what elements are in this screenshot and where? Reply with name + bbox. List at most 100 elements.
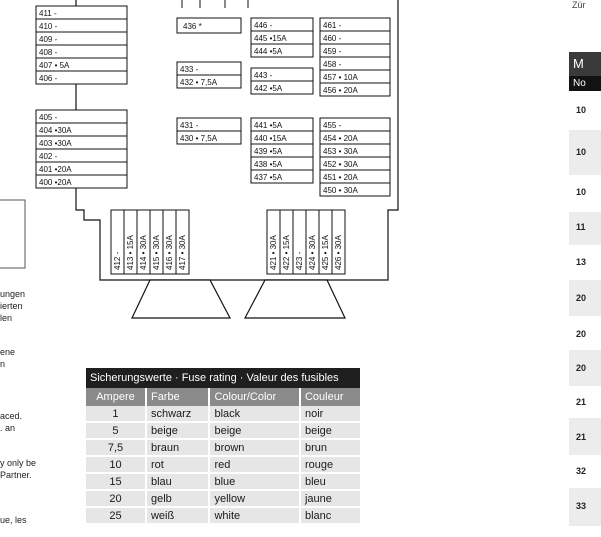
fuse-table-caption: Sicherungswerte · Fuse rating · Valeur d… — [86, 368, 360, 388]
housing-tab-right — [244, 279, 346, 319]
table-cell: bleu — [299, 473, 360, 491]
vertical-left-fuse-label: 415 • 30A — [152, 235, 161, 270]
col450-bottom-fuse-label: 452 • 30A — [323, 160, 358, 169]
right-table-cell: 20 — [576, 293, 587, 303]
table-cell: yellow — [209, 490, 301, 508]
right-top-text: Zür — [572, 0, 586, 10]
vertical-right-fuse-label: 421 • 30A — [269, 235, 278, 270]
fuse-rating-table: Sicherungswerte · Fuse rating · Valeur d… — [86, 368, 360, 525]
fuse-table-header: Ampere — [86, 388, 147, 406]
mid-lower-fuses-fuse-label: 430 • 7,5A — [180, 134, 218, 143]
table-cell: rot — [145, 456, 211, 474]
table-cell: 15 — [86, 473, 147, 491]
right-table-row-band — [569, 488, 601, 526]
right-table-row-band — [569, 280, 601, 316]
right-table-cell: 21 — [576, 397, 587, 407]
side-text-line: y only be — [0, 458, 37, 468]
side-text-line: ungen — [0, 289, 26, 299]
table-cell: beige — [299, 422, 360, 440]
right-table-row-band — [569, 130, 601, 175]
side-text-line: len — [0, 313, 13, 323]
col440-top-a-fuse-label: 446 - — [254, 21, 273, 30]
col450-top-fuse-label: 459 - — [323, 47, 342, 56]
right-table-cell: 21 — [576, 432, 587, 442]
col440-bottom-fuse-label: 441 •5A — [254, 121, 283, 130]
col450-bottom-fuse-label: 453 • 30A — [323, 147, 358, 156]
table-cell: blue — [209, 473, 301, 491]
table-cell: beige — [209, 422, 301, 440]
col440-bottom-fuse-label: 438 •5A — [254, 160, 283, 169]
right-table-cell: 32 — [576, 466, 587, 476]
side-text-line: . an — [0, 423, 16, 433]
col450-bottom-fuse-label: 454 • 20A — [323, 134, 358, 143]
mid-upper-fuses-fuse-label: 433 - — [180, 65, 199, 74]
col440-bottom-fuse-label: 440 •15A — [254, 134, 287, 143]
col440-top-b-fuse-label: 443 - — [254, 71, 273, 80]
table-cell: gelb — [145, 490, 211, 508]
right-table-cell: 10 — [576, 187, 587, 197]
table-cell: brun — [299, 439, 360, 457]
fuse-table-header: Couleur — [299, 388, 360, 406]
right-table-cell: 33 — [576, 501, 587, 511]
vertical-right-fuse-label: 426 • 30A — [334, 235, 343, 270]
left-bottom-fuses-fuse-label: 402 - — [39, 152, 58, 161]
right-table-row-band — [569, 212, 601, 245]
col450-top-fuse-label: 458 - — [323, 60, 342, 69]
col450-bottom-fuse-label: 450 • 30A — [323, 186, 358, 195]
side-text-line: ue, les — [0, 515, 27, 525]
housing-outline — [75, 0, 399, 281]
vertical-left-fuse-label: 412 - — [113, 251, 122, 270]
right-table-cell: 11 — [576, 222, 586, 232]
col450-top-fuse-label: 456 • 20A — [323, 86, 358, 95]
table-cell: rouge — [299, 456, 360, 474]
table-cell: schwarz — [145, 406, 211, 423]
table-cell: noir — [299, 406, 360, 423]
col440-top-a-fuse-label: 444 •5A — [254, 47, 283, 56]
side-text-line: ierten — [0, 301, 23, 311]
vertical-right-fuse-label: 424 • 30A — [308, 235, 317, 270]
vertical-right-fuse-label: 423 - — [295, 251, 304, 270]
left-top-fuses-fuse-label: 410 - — [39, 22, 58, 31]
table-cell: 20 — [86, 490, 147, 508]
side-text-line: ene — [0, 347, 16, 357]
vertical-left-fuse — [175, 209, 190, 275]
right-table-cell: 13 — [576, 257, 587, 267]
table-cell: black — [209, 406, 301, 423]
table-cell: brown — [209, 439, 301, 457]
right-table-row-band — [569, 350, 601, 386]
col450-bottom-fuse-label: 455 - — [323, 121, 342, 130]
table-cell: blanc — [299, 507, 360, 525]
table-cell: beige — [145, 422, 211, 440]
left-top-fuses-fuse-label: 408 - — [39, 48, 58, 57]
col450-top-fuse-label: 461 - — [323, 21, 342, 30]
right-table-cell: 20 — [576, 363, 587, 373]
col450-top-fuse-label: 460 - — [323, 34, 342, 43]
col440-bottom-fuse-label: 437 •5A — [254, 173, 283, 182]
col450-bottom-fuse-label: 451 • 20A — [323, 173, 358, 182]
table-cell: 10 — [86, 456, 147, 474]
vertical-left-fuse-label: 417 • 30A — [178, 235, 187, 270]
vertical-left-fuse-label: 414 • 30A — [139, 235, 148, 270]
side-text-line: aced. — [0, 411, 23, 421]
right-table-row-band — [569, 418, 601, 455]
table-cell: white — [209, 507, 301, 525]
table-cell: 7,5 — [86, 439, 147, 457]
right-table-cell: 10 — [576, 147, 587, 157]
right-table-cell: 20 — [576, 329, 587, 339]
left-bottom-fuses-fuse-label: 404 •30A — [39, 126, 72, 135]
table-cell: blau — [145, 473, 211, 491]
left-top-fuses-fuse-label: 406 - — [39, 74, 58, 83]
right-table-header: M — [569, 52, 601, 76]
side-text-line: n — [0, 359, 6, 369]
housing-tab-left — [131, 279, 231, 319]
table-cell: 1 — [86, 406, 147, 423]
